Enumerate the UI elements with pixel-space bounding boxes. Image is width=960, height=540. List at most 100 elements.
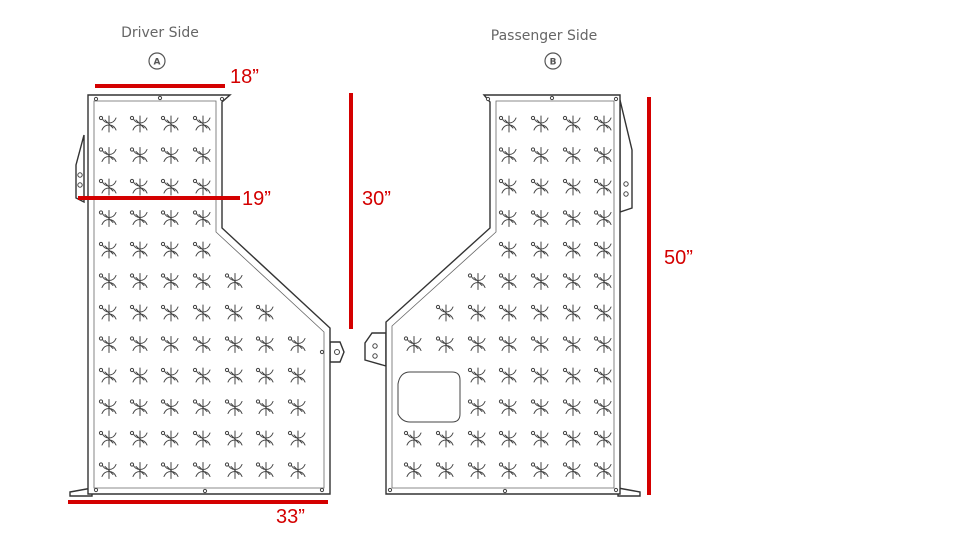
- perforation-dot: [530, 399, 536, 404]
- perforation-cutout: [565, 115, 581, 133]
- perforation-cutout: [132, 367, 148, 385]
- perforation-dot: [593, 430, 599, 436]
- perforation-cutout: [258, 304, 274, 322]
- perforation-dot: [593, 273, 599, 278]
- perforation-dot: [498, 178, 504, 184]
- perforation-cutout: [290, 430, 306, 448]
- perforation-cutout: [290, 367, 306, 385]
- perforation-dot: [287, 336, 293, 341]
- perforation-dot: [192, 210, 198, 215]
- perforation-dot: [160, 273, 166, 278]
- perforation-cutout: [101, 178, 117, 196]
- perforation-dot: [498, 241, 504, 247]
- perforation-cutout: [533, 399, 549, 416]
- perforation-cutout: [101, 462, 117, 479]
- perforation-cutout: [470, 367, 486, 385]
- perforation-cutout: [195, 241, 211, 259]
- perforation-dot: [498, 430, 504, 436]
- driver-side-mounting-holes: [77, 95, 325, 494]
- perforation-cutout: [132, 147, 148, 164]
- perforation-dot: [403, 430, 409, 436]
- perforation-dot: [435, 462, 441, 467]
- perforation-dot: [192, 115, 198, 121]
- perforation-dot: [562, 367, 568, 373]
- perforation-cutout: [163, 367, 179, 385]
- perforation-dot: [98, 336, 104, 341]
- perforation-cutout: [565, 336, 581, 353]
- perforation-cutout: [565, 462, 581, 479]
- perforation-cutout: [533, 304, 549, 322]
- perforation-cutout: [163, 210, 179, 227]
- perforation-cutout: [132, 115, 148, 133]
- perforation-cutout: [533, 115, 549, 133]
- perforation-cutout: [596, 210, 612, 227]
- passenger-side-title: Passenger Side: [491, 28, 597, 44]
- perforation-dot: [129, 241, 135, 247]
- perforation-dot: [530, 115, 536, 121]
- perforation-cutout: [163, 399, 179, 416]
- perforation-dot: [530, 241, 536, 247]
- perforation-dot: [593, 147, 599, 152]
- perforation-dot: [98, 210, 104, 215]
- perforation-dot: [129, 462, 135, 467]
- perforation-cutout: [565, 147, 581, 164]
- perforation-cutout: [163, 304, 179, 322]
- perforation-dot: [129, 178, 135, 184]
- perforation-cutout: [501, 241, 517, 259]
- perforation-cutout: [533, 210, 549, 227]
- perforation-dot: [255, 304, 261, 310]
- perforation-dot: [192, 336, 198, 341]
- perforation-cutout: [533, 430, 549, 448]
- perforation-dot: [435, 304, 441, 310]
- perforation-dot: [562, 304, 568, 310]
- perforation-cutout: [163, 147, 179, 164]
- perforation-dot: [129, 273, 135, 278]
- perforation-cutout: [195, 336, 211, 353]
- perforation-dot: [255, 462, 261, 467]
- perforation-dot: [192, 178, 198, 184]
- perforation-cutout: [101, 430, 117, 448]
- perforation-cutout: [596, 462, 612, 479]
- driver-side-title: Driver Side: [121, 25, 199, 41]
- driver-side-panel: [69, 94, 345, 497]
- perforation-cutout: [101, 115, 117, 133]
- perforation-dot: [498, 273, 504, 278]
- perforation-cutout: [501, 273, 517, 290]
- perforation-cutout: [533, 147, 549, 164]
- perforation-dot: [192, 304, 198, 310]
- perforation-dot: [129, 147, 135, 152]
- perforation-dot: [562, 336, 568, 341]
- perforation-cutout: [406, 336, 422, 353]
- perforation-cutout: [406, 462, 422, 479]
- perforation-cutout: [565, 430, 581, 448]
- perforation-cutout: [470, 273, 486, 290]
- perforation-dot: [160, 367, 166, 373]
- perforation-dot: [593, 304, 599, 310]
- perforation-dot: [160, 241, 166, 247]
- perforation-dot: [467, 304, 473, 310]
- perforation-cutout: [101, 304, 117, 322]
- perforation-cutout: [533, 178, 549, 196]
- perforation-dot: [287, 430, 293, 436]
- passenger-side-access-cutout: [397, 371, 461, 423]
- perforation-cutout: [596, 336, 612, 353]
- perforation-dot: [530, 210, 536, 215]
- perforation-dot: [224, 367, 230, 373]
- perforation-dot: [498, 115, 504, 121]
- perforation-cutout: [596, 430, 612, 448]
- perforation-dot: [192, 241, 198, 247]
- perforation-dot: [255, 336, 261, 341]
- perforation-dot: [593, 178, 599, 184]
- perforation-dot: [129, 210, 135, 215]
- perforation-dot: [530, 273, 536, 278]
- perforation-cutout: [501, 304, 517, 322]
- perforation-cutout: [596, 273, 612, 290]
- perforation-dot: [498, 462, 504, 467]
- perforation-dot: [403, 462, 409, 467]
- perforation-dot: [129, 430, 135, 436]
- top-width-dimension-label: 18”: [230, 66, 259, 88]
- perforation-cutout: [596, 178, 612, 196]
- perforation-cutout: [565, 241, 581, 259]
- perforation-dot: [192, 399, 198, 404]
- perforation-dot: [255, 367, 261, 373]
